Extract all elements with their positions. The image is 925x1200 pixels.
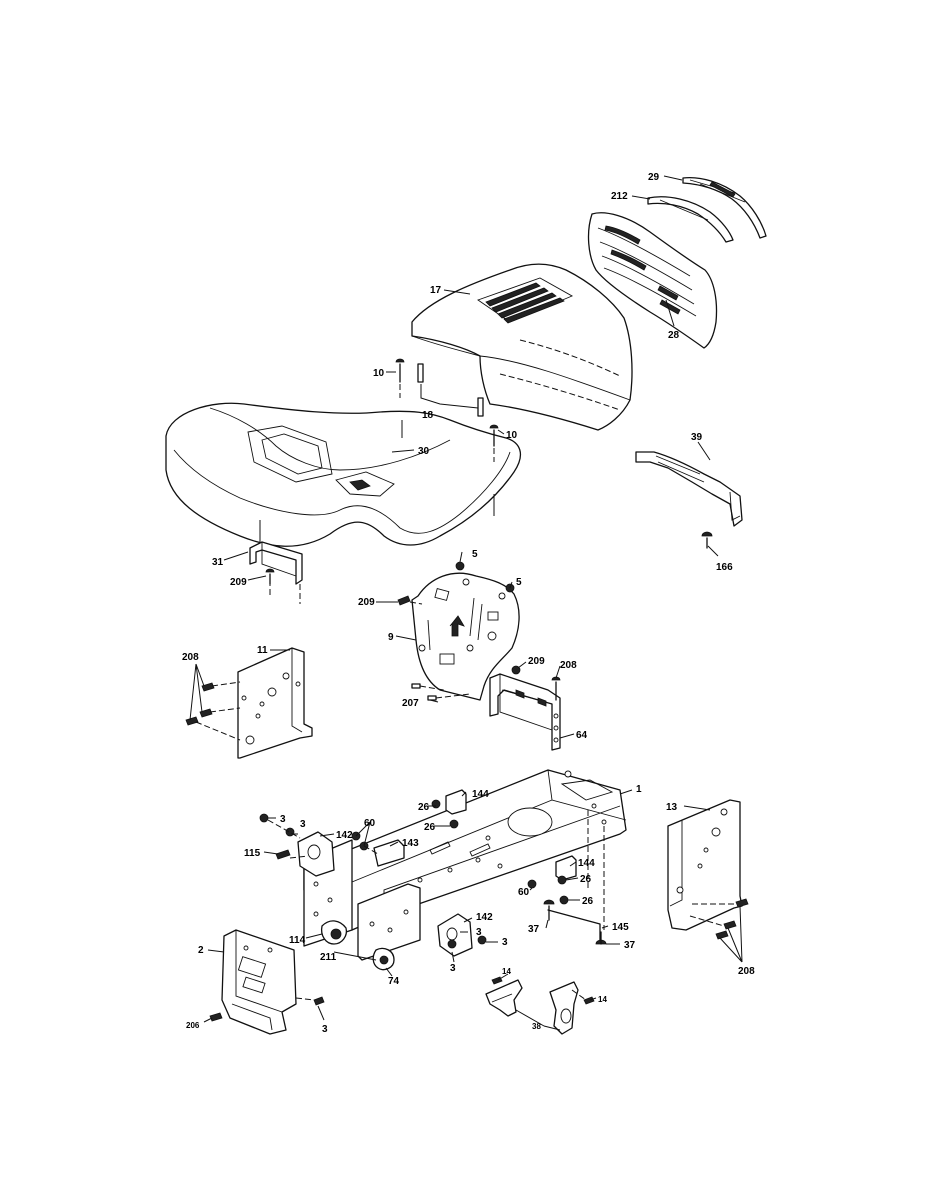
callout-5: 5 [472, 549, 478, 560]
callout-18: 18 [422, 410, 434, 421]
callout-144: 144 [472, 789, 489, 800]
bracket-part [431, 789, 467, 829]
right-side-plate-part [667, 799, 749, 940]
callout-14: 14 [502, 967, 511, 976]
callout-3: 3 [502, 937, 508, 948]
grille-top-strip-part [682, 176, 767, 239]
callout-115: 115 [244, 848, 261, 859]
leader-lines [189, 175, 743, 1031]
front-bracket-part [209, 929, 325, 1035]
callout-9: 9 [388, 632, 394, 643]
callout-208: 208 [182, 652, 199, 663]
callout-207: 207 [402, 698, 419, 709]
callout-10: 10 [506, 430, 518, 441]
callout-10: 10 [373, 368, 385, 379]
callout-143: 143 [402, 838, 419, 849]
callout-209: 209 [528, 656, 545, 667]
callout-26: 26 [582, 896, 594, 907]
callout-26: 26 [580, 874, 592, 885]
console-bracket-part [411, 665, 561, 751]
callout-31: 31 [212, 557, 224, 568]
callout-2: 2 [198, 945, 204, 956]
callout-209: 209 [230, 577, 247, 588]
callout-14: 14 [598, 995, 607, 1004]
callout-30: 30 [418, 446, 430, 457]
callout-64: 64 [576, 730, 588, 741]
callout-74: 74 [388, 976, 400, 987]
callout-208: 208 [560, 660, 577, 671]
dash-panel-part [397, 561, 520, 701]
callout-39: 39 [691, 432, 703, 443]
rod-part [543, 899, 607, 945]
callout-114: 114 [289, 935, 306, 946]
callout-208: 208 [738, 966, 755, 977]
hood-bolt-part [395, 358, 499, 462]
axle-bracket-part [259, 813, 335, 877]
callout-142: 142 [336, 830, 353, 841]
callout-29: 29 [648, 172, 660, 183]
bracket-part [527, 855, 577, 905]
callout-145: 145 [612, 922, 629, 933]
hood-part [411, 263, 633, 431]
callout-206: 206 [186, 1021, 200, 1030]
callout-212: 212 [611, 191, 628, 202]
callout-28: 28 [668, 330, 680, 341]
callout-17: 17 [430, 285, 442, 296]
grille-part [587, 212, 718, 349]
callout-144: 144 [578, 858, 595, 869]
fender-bracket-part [249, 541, 303, 604]
callout-60: 60 [518, 887, 530, 898]
axle-bracket-part [437, 913, 487, 957]
callout-3: 3 [322, 1024, 328, 1035]
callout-3: 3 [300, 819, 306, 830]
callout-38: 38 [532, 1022, 541, 1031]
callout-11: 11 [257, 645, 268, 656]
callout-1: 1 [636, 784, 642, 795]
callout-142: 142 [476, 912, 493, 923]
callout-60: 60 [364, 818, 376, 829]
callout-5: 5 [516, 577, 522, 588]
callout-3: 3 [450, 963, 456, 974]
spacer-part [417, 363, 484, 417]
callout-13: 13 [666, 802, 678, 813]
callout-3: 3 [280, 814, 286, 825]
callout-209: 209 [358, 597, 375, 608]
callout-labels: 29 212 17 28 10 18 10 30 39 166 31 209 5… [182, 172, 755, 1035]
bracket-part [351, 831, 405, 867]
callout-26: 26 [424, 822, 436, 833]
support-bracket-part [635, 451, 743, 549]
callout-3: 3 [476, 927, 482, 938]
fender-part [165, 402, 522, 548]
callout-211: 211 [320, 952, 337, 963]
grille-trim-strip-part [647, 196, 734, 243]
callout-166: 166 [716, 562, 733, 573]
left-side-plate-part [185, 647, 313, 759]
callout-37: 37 [624, 940, 636, 951]
hood-vent [477, 277, 574, 324]
callout-37: 37 [528, 924, 540, 935]
callout-26: 26 [418, 802, 430, 813]
